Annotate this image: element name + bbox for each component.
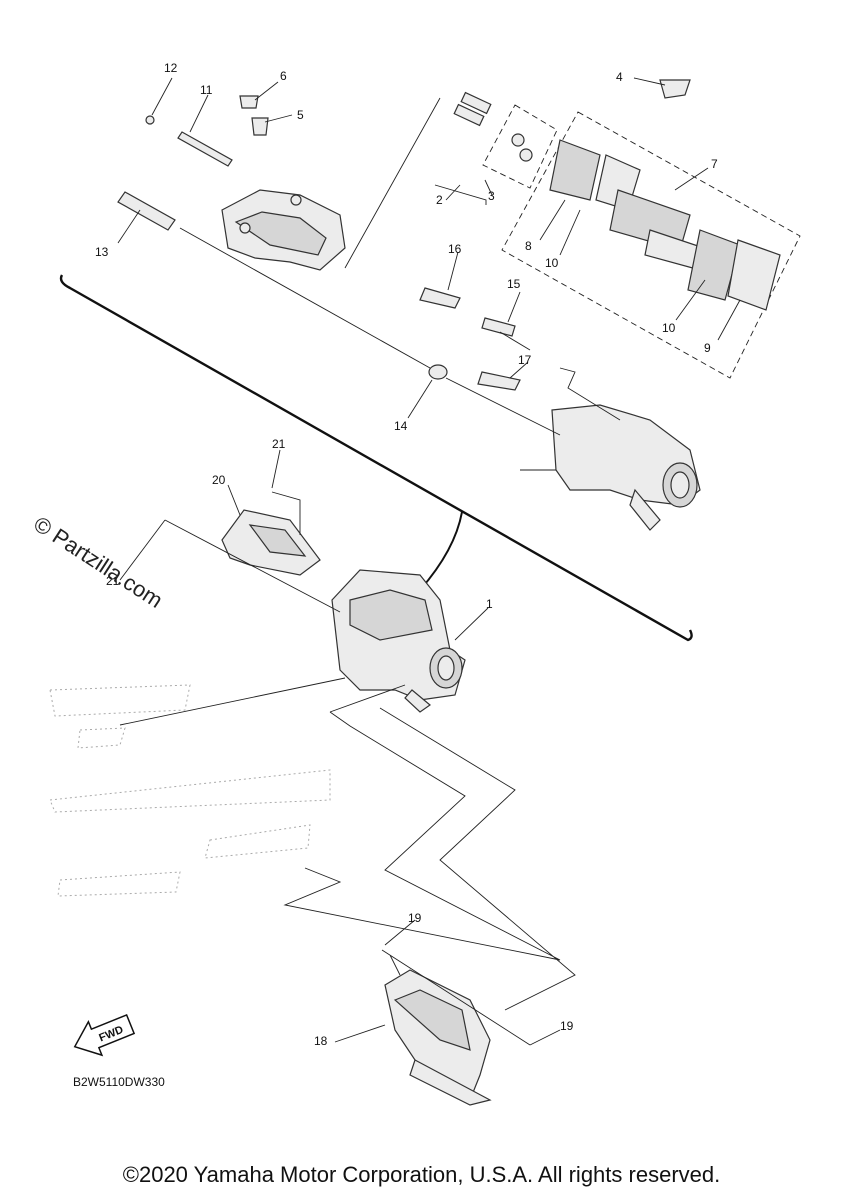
seal-kit-box [482,104,558,189]
callout-2: 2 [436,193,443,207]
leader-lines [117,77,741,1046]
upper-caliper-bracket [221,189,346,271]
copyright-notice: ©2020 Yamaha Motor Corporation, U.S.A. A… [122,1162,721,1187]
callout-8: 8 [525,239,532,253]
brake-pads [549,139,781,311]
bracket-20 [221,509,321,576]
callout-19a: 19 [408,911,422,925]
callout-21a: 21 [272,437,286,451]
drawing-code: B2W5110DW330 [73,1075,165,1089]
ghost-leader [119,677,346,726]
callout-1: 1 [486,597,493,611]
ghost-parts [49,684,331,897]
callout-16: 16 [448,242,462,256]
divider-line [59,274,693,642]
callout-10a: 10 [545,256,559,270]
callout-14: 14 [394,419,408,433]
callout-13: 13 [95,245,109,259]
watermark: © Partzilla.com [29,511,167,613]
small-parts [117,79,691,391]
callout-20: 20 [212,473,226,487]
callout-17: 17 [518,353,532,367]
upper-caliper-body [551,404,701,531]
callout-19b: 19 [560,1019,574,1033]
callout-5: 5 [297,108,304,122]
brake-guard [384,969,492,1106]
callout-10b: 10 [662,321,676,335]
callout-9: 9 [704,341,711,355]
guide-lines-lower [164,491,341,613]
pad-kit-box [501,111,801,379]
callout-6: 6 [280,69,287,83]
callout-3: 3 [488,189,495,203]
callout-4: 4 [616,70,623,84]
brake-hose-route [283,684,576,1011]
callout-21b: 21 [106,574,120,588]
callout-7: 7 [711,157,718,171]
guide-lines-upper [179,97,621,471]
fwd-arrow-icon: FWD [73,1013,136,1057]
callout-15: 15 [507,277,521,291]
callout-12: 12 [164,61,178,75]
callout-18: 18 [314,1034,328,1048]
callout-11: 11 [200,83,213,97]
connector-line [419,511,463,591]
lower-caliper [331,569,466,713]
guide-lines-guard [381,949,531,1046]
